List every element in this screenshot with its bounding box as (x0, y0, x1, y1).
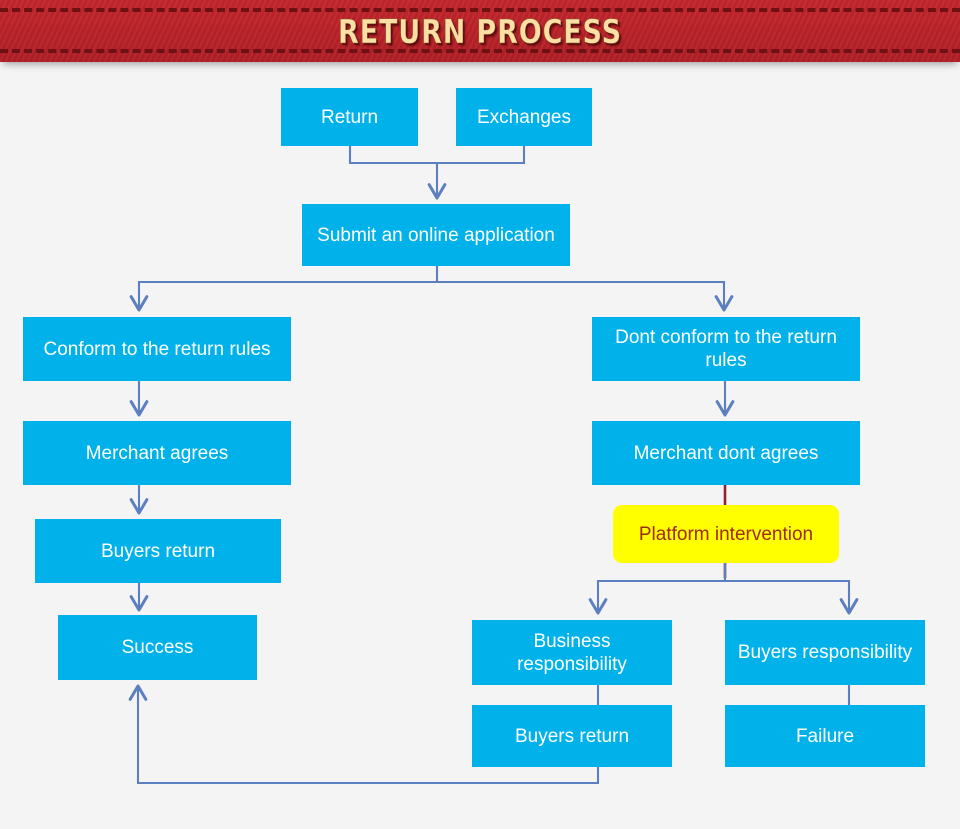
edge-return-exchanges-merge (348, 146, 526, 165)
node-conform-to-return-rules[interactable]: Conform to the return rules (23, 317, 291, 381)
node-buyers-return-left[interactable]: Buyers return (35, 519, 281, 583)
edge-platform-to-business-resp (588, 563, 727, 615)
node-buyers-responsibility[interactable]: Buyers responsibility (725, 620, 925, 685)
edge-submit-to-not-conform (437, 280, 734, 312)
node-merchant-agrees[interactable]: Merchant agrees (23, 421, 291, 485)
node-return[interactable]: Return (281, 88, 418, 146)
node-failure[interactable]: Failure (725, 705, 925, 767)
edge-feedback-to-success (128, 684, 600, 785)
node-business-responsibility[interactable]: Business responsibility (472, 620, 672, 685)
edge-platform-to-buyers-resp (725, 579, 859, 615)
banner-stitch-top (0, 8, 960, 12)
node-success[interactable]: Success (58, 615, 257, 680)
connector-layer (128, 146, 859, 785)
edge-submit-to-conform (129, 266, 439, 312)
node-submit-online-application[interactable]: Submit an online application (302, 204, 570, 266)
banner-stitch-bottom (0, 49, 960, 53)
node-dont-conform-to-return-rules[interactable]: Dont conform to the return rules (592, 317, 860, 381)
node-platform-intervention[interactable]: Platform intervention (613, 505, 839, 563)
node-merchant-dont-agrees[interactable]: Merchant dont agrees (592, 421, 860, 485)
header-banner: RETURN PROCESS (0, 0, 960, 62)
flowchart-canvas: Return Exchanges Submit an online applic… (0, 62, 960, 829)
node-buyers-return-right[interactable]: Buyers return (472, 705, 672, 767)
page-title: RETURN PROCESS (338, 11, 622, 51)
node-exchanges[interactable]: Exchanges (456, 88, 592, 146)
